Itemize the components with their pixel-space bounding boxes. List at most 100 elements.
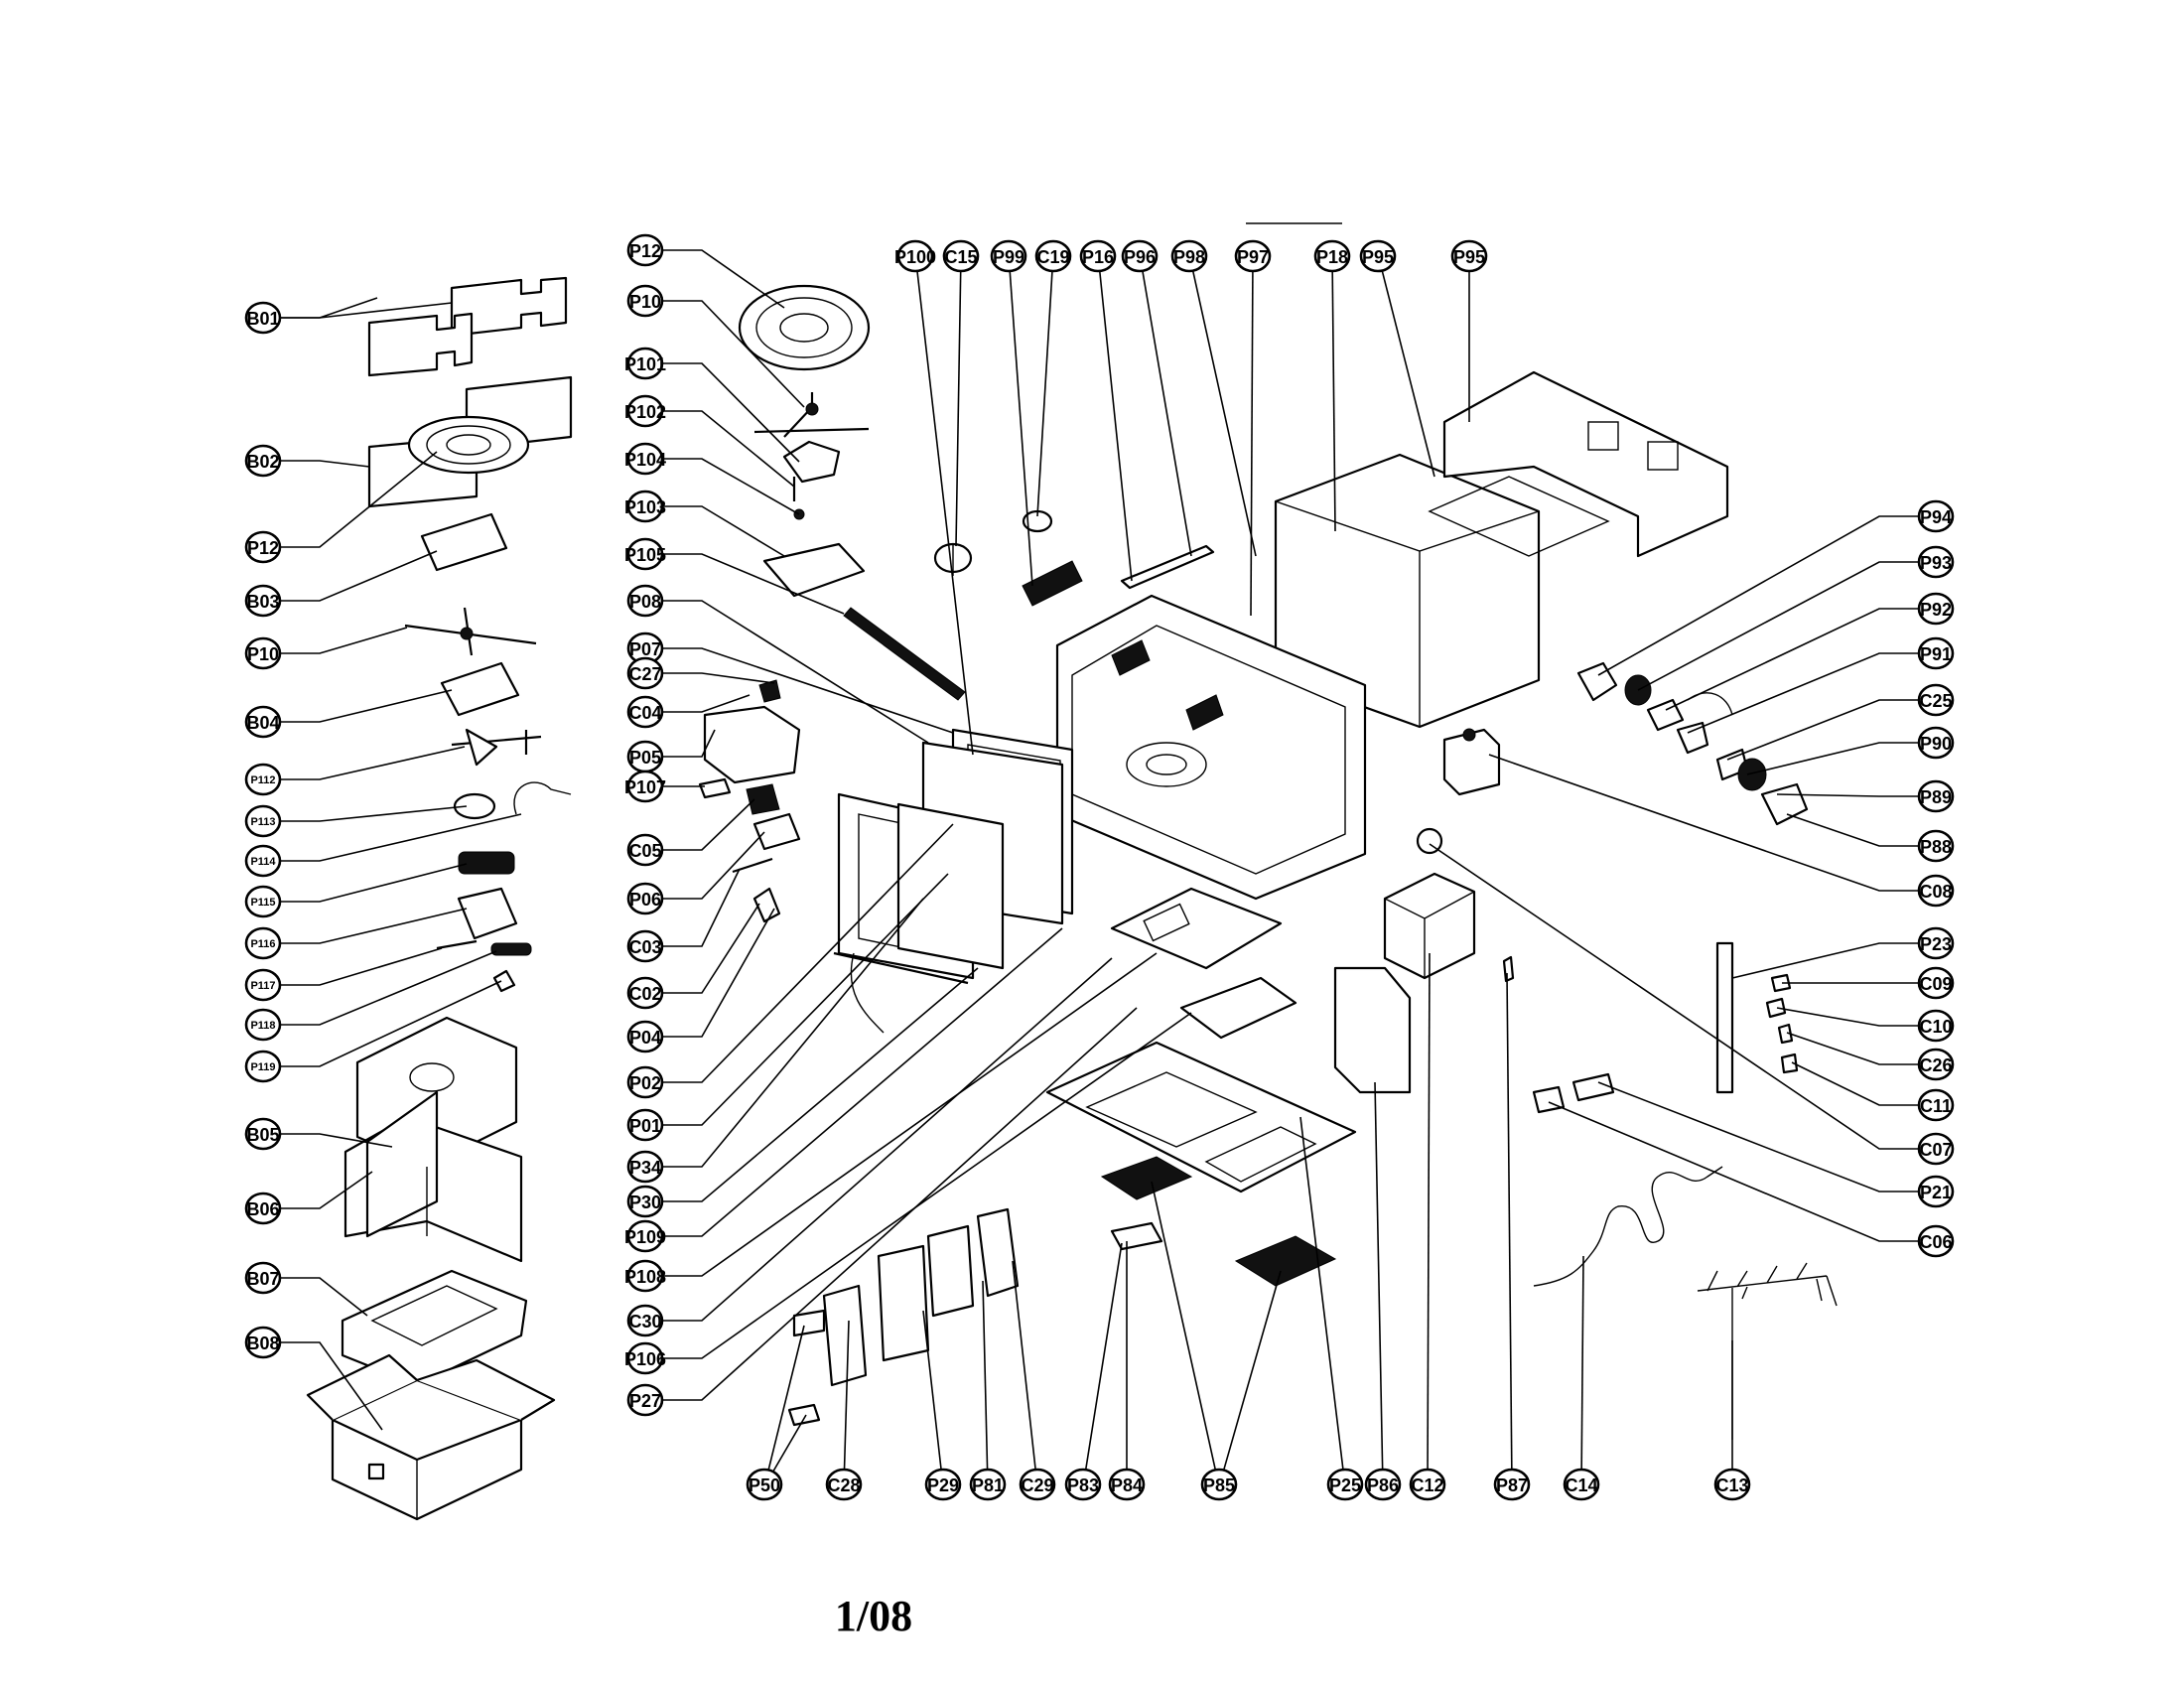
filter-p85-a (1100, 1156, 1193, 1200)
leader-line-b04 (280, 689, 453, 723)
leader-line-p109 (662, 927, 1063, 1237)
oven-carton-b05-b06 (343, 1016, 523, 1263)
door-spring (850, 952, 885, 1034)
callout-label: P112 (250, 774, 275, 786)
callout-label: B03 (246, 592, 279, 612)
callout-c08: C08 (1917, 874, 1955, 908)
callout-label: P96 (1124, 247, 1156, 267)
leader-line-c11 (1791, 1061, 1919, 1106)
callout-label: C27 (628, 664, 661, 684)
leader-line-p16 (1098, 270, 1133, 582)
paper-sheet-b03 (420, 512, 508, 572)
callout-p118: P118 (244, 1008, 282, 1042)
callout-label: P12 (247, 538, 279, 558)
leader-line-p01 (662, 873, 949, 1126)
callout-label: C19 (1036, 247, 1069, 267)
leader-line-p05 (662, 729, 716, 758)
part-c26 (1777, 1023, 1794, 1045)
leader-line-p10 (662, 300, 805, 408)
leader-line-b01 (280, 302, 453, 319)
callout-label: P18 (1316, 247, 1348, 267)
callout-label: C13 (1715, 1475, 1748, 1495)
callout-label: C26 (1919, 1055, 1952, 1075)
leader-line-p50 (772, 1414, 807, 1473)
leader-line-p96 (1142, 270, 1192, 557)
callout-label: P86 (1367, 1475, 1399, 1495)
power-cord-c14 (1533, 1166, 1723, 1287)
callout-label: C11 (1920, 1096, 1952, 1116)
callout-c15: C15 (942, 239, 980, 273)
leader-line-c06 (1548, 1101, 1919, 1242)
callout-p91: P91 (1917, 636, 1955, 670)
callout-label: C15 (944, 247, 977, 267)
callout-p97: P97 (1234, 239, 1272, 273)
callout-p113: P113 (244, 804, 282, 838)
callout-b02: B02 (244, 444, 282, 478)
callout-label: C28 (827, 1475, 860, 1495)
callout-label: P113 (250, 816, 275, 828)
callout-label: P50 (749, 1475, 780, 1495)
leader-line-c26 (1786, 1032, 1919, 1065)
callout-p96: P96 (1121, 239, 1159, 273)
callout-p116: P116 (244, 926, 282, 960)
leader-line-p93 (1637, 561, 1919, 691)
door-frames (833, 728, 1074, 985)
coupler-p113 (453, 792, 496, 820)
magnetron-c08 (1442, 728, 1501, 796)
callout-p105: P105 (624, 537, 666, 571)
callout-label: P103 (624, 497, 666, 517)
callout-p95: P95 (1359, 239, 1397, 273)
back-frame-p95 (1428, 370, 1729, 558)
leader-line-b01 (280, 297, 378, 319)
callout-label: P01 (629, 1116, 661, 1136)
callout-label: P07 (629, 639, 661, 659)
part-drawings (306, 222, 1838, 1521)
leader-line-p30 (662, 967, 979, 1202)
callout-label: B01 (246, 309, 279, 329)
callout-label: C25 (1919, 691, 1952, 711)
callout-label: C30 (628, 1312, 661, 1332)
callout-p108: P108 (624, 1259, 666, 1293)
callout-p10: P10 (626, 284, 664, 318)
callout-label: P92 (1920, 600, 1952, 620)
callout-label: P04 (629, 1028, 661, 1048)
glass-turntable-tray (738, 284, 871, 371)
leader-line-p105 (662, 553, 845, 615)
callout-p21: P21 (1917, 1175, 1955, 1208)
hinge-bar (843, 607, 966, 701)
callout-p27: P27 (626, 1383, 664, 1417)
callout-label: P93 (1920, 553, 1952, 573)
callout-p104: P104 (624, 442, 666, 476)
callout-label: P85 (1203, 1475, 1235, 1495)
callout-c27: C27 (626, 656, 664, 690)
callout-c03: C03 (626, 929, 664, 963)
lever-p06 (752, 812, 801, 851)
callout-label: P06 (629, 890, 661, 910)
leader-lines (280, 249, 1919, 1473)
callout-p29: P29 (924, 1468, 962, 1501)
leader-line-c14 (1580, 1255, 1584, 1471)
part-c10 (1765, 997, 1787, 1019)
callout-label: P29 (927, 1475, 959, 1495)
packing-pad-top (367, 276, 568, 377)
leader-line-p12 (662, 249, 785, 309)
callout-p90: P90 (1917, 726, 1955, 760)
callout-p16: P16 (1079, 239, 1117, 273)
roller-ring-left (404, 607, 537, 656)
callout-p85: P85 (1200, 1468, 1238, 1501)
callout-c05: C05 (626, 833, 664, 867)
callout-p114: P114 (244, 844, 282, 878)
callout-p109: P109 (624, 1219, 666, 1253)
fuse-holder-c07 (1416, 827, 1443, 855)
callout-p94: P94 (1917, 499, 1955, 533)
callout-c28: C28 (825, 1468, 863, 1501)
callout-p05: P05 (626, 740, 664, 773)
callout-p107: P107 (624, 770, 666, 803)
leader-line-c29 (1012, 1260, 1036, 1471)
callout-label: P10 (247, 644, 279, 664)
callout-label: P94 (1920, 507, 1952, 527)
leader-line-p18 (1331, 270, 1336, 532)
leader-line-p83 (1084, 1242, 1123, 1471)
callout-label: C03 (628, 937, 661, 957)
sensor-p21 (1571, 1072, 1615, 1102)
